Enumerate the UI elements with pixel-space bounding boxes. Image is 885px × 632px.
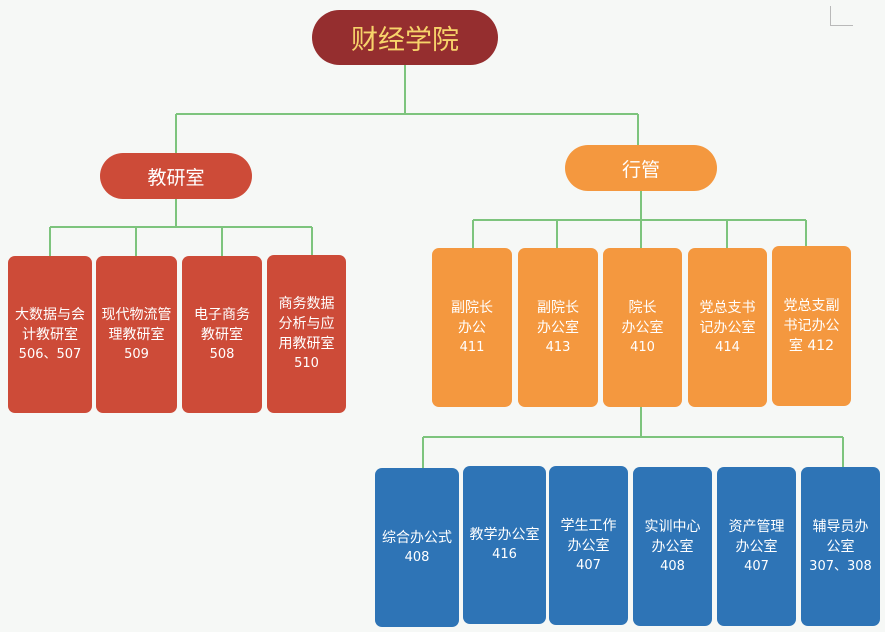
admin-office-box: 副院长 办公 411 — [432, 248, 512, 407]
sub-office-box: 资产管理 办公室 407 — [717, 467, 796, 626]
research-office-box: 大数据与会 计教研室 506、507 — [8, 256, 92, 413]
sub-office-box: 实训中心 办公室 408 — [633, 467, 712, 626]
office-label: 资产管理 办公室 — [728, 518, 785, 555]
research-office-box: 现代物流管 理教研室 509 — [96, 256, 177, 413]
office-label: 大数据与会 计教研室 — [15, 306, 85, 343]
sub-office-box: 学生工作 办公室 407 — [549, 466, 628, 625]
dean-office-box: 院长 办公室 410 — [603, 248, 682, 407]
branch-label: 教研室 — [147, 166, 205, 189]
corner-mark — [830, 6, 853, 26]
admin-office-box: 党总支副 书记办公 室 412 — [772, 246, 851, 406]
admin-office-box: 党总支书 记办公室 414 — [688, 248, 767, 407]
root-label: 财经学院 — [351, 25, 459, 56]
office-label: 党总支副 书记办公 室 412 — [783, 298, 840, 354]
branch-label: 行管 — [621, 158, 660, 181]
office-label: 副院长 办公室 — [537, 299, 579, 336]
office-room: 407 — [744, 558, 769, 574]
branch-node-xingguan: 行管 — [565, 145, 717, 191]
office-label: 实训中心 办公室 — [644, 518, 701, 555]
office-room: 508 — [209, 346, 235, 362]
office-label: 副院长 办公 — [451, 299, 493, 336]
root-node: 财经学院 — [312, 10, 498, 65]
office-room: 411 — [459, 339, 485, 355]
office-room: 416 — [492, 547, 517, 562]
office-label: 教学办公室 — [469, 527, 540, 543]
office-room: 506、507 — [18, 346, 82, 362]
research-office-box: 电子商务 教研室 508 — [182, 256, 262, 413]
office-room: 410 — [630, 339, 655, 355]
admin-office-box: 副院长 办公室 413 — [518, 248, 598, 407]
office-label: 学生工作 办公室 — [560, 517, 617, 554]
office-room: 407 — [576, 557, 601, 573]
office-label: 现代物流管 理教研室 — [101, 306, 172, 343]
sub-office-box: 辅导员办 公室 307、308 — [801, 467, 880, 626]
office-label: 党总支书 记办公室 — [699, 299, 756, 336]
office-label: 综合办公式 — [382, 529, 452, 546]
office-room: 408 — [404, 549, 430, 565]
office-room: 509 — [124, 346, 149, 362]
office-label: 辅导员办 公室 — [812, 518, 869, 555]
sub-office-box: 教学办公室 416 — [463, 466, 546, 624]
office-room: 414 — [715, 339, 740, 355]
office-room: 413 — [545, 339, 571, 355]
office-room: 307、308 — [809, 558, 872, 574]
office-label: 商务数据 分析与应 用教研室 — [278, 296, 335, 352]
office-room: 408 — [660, 558, 685, 574]
office-room: 510 — [294, 356, 319, 371]
office-label: 院长 办公室 — [621, 299, 664, 336]
research-office-box: 商务数据 分析与应 用教研室 510 — [267, 255, 346, 413]
office-label: 电子商务 教研室 — [194, 306, 250, 343]
sub-office-box: 综合办公式 408 — [375, 468, 459, 627]
branch-node-jiaoyanshi: 教研室 — [100, 153, 252, 199]
